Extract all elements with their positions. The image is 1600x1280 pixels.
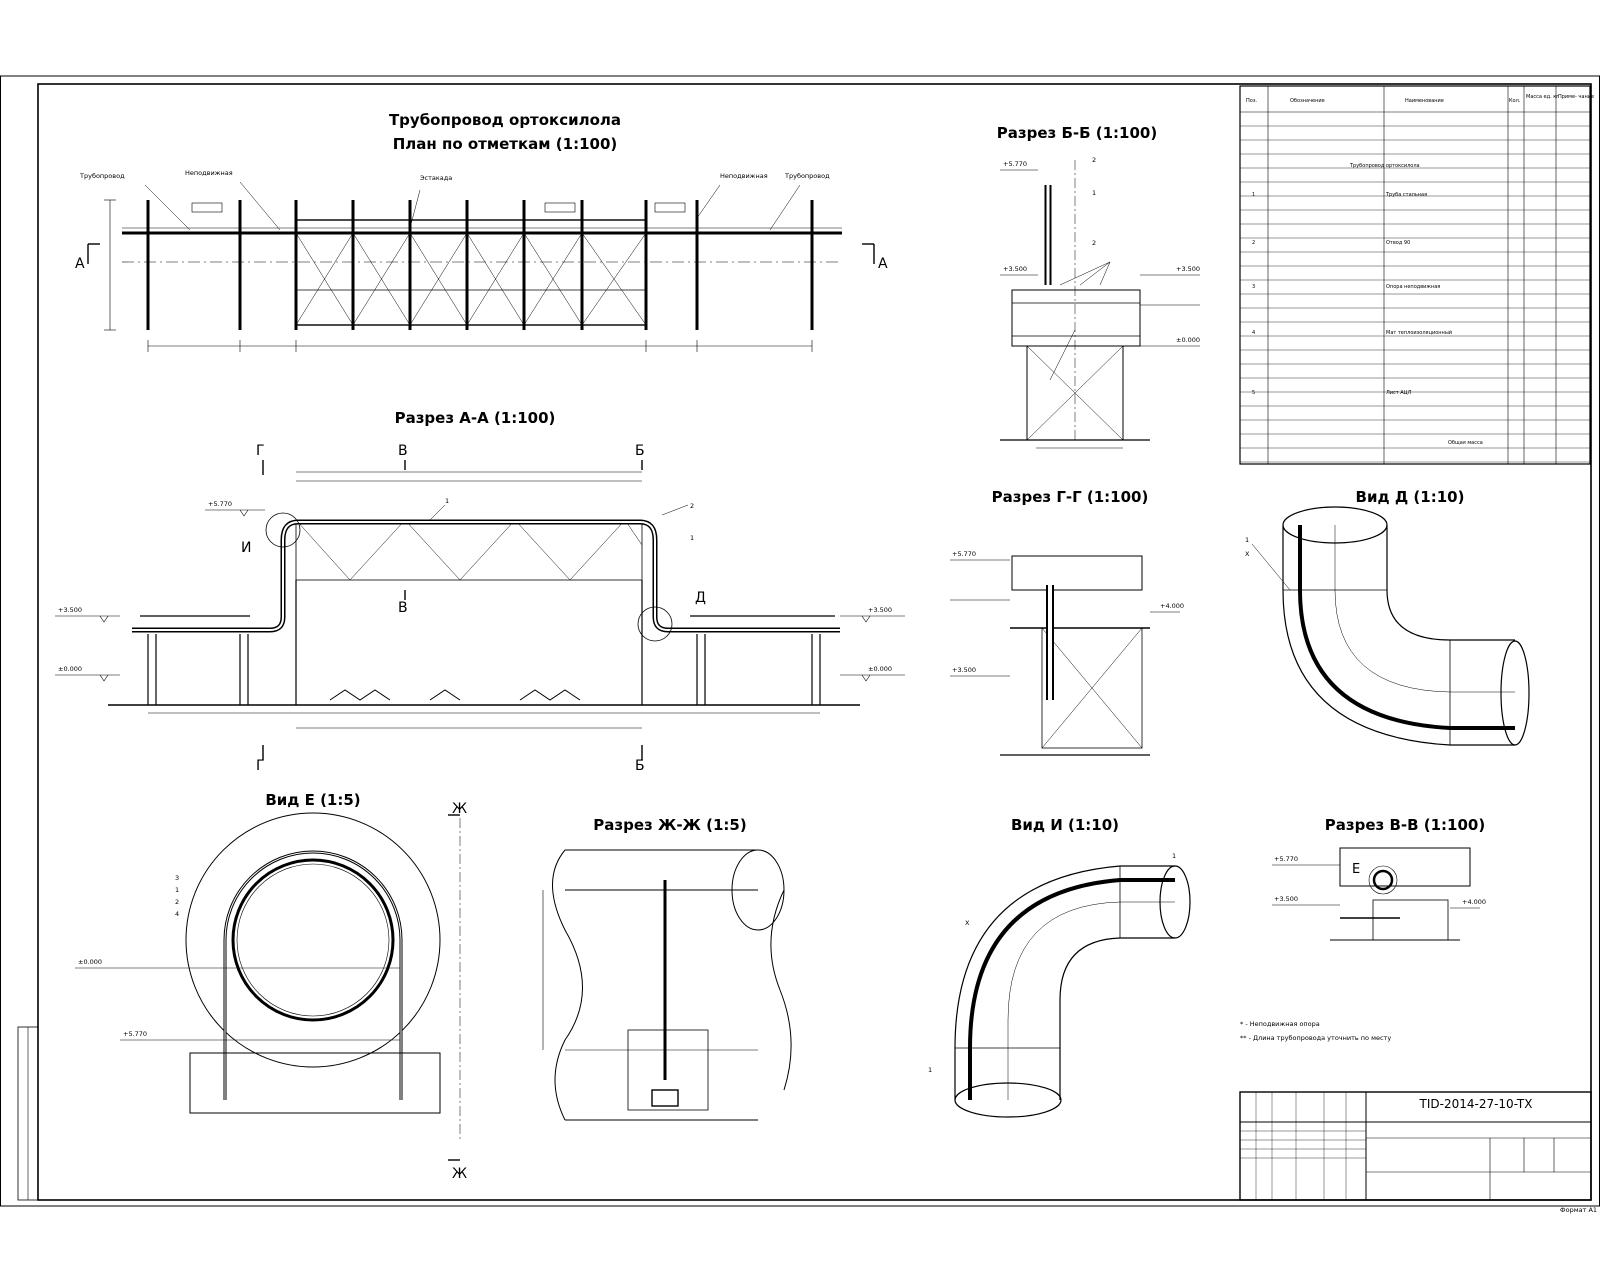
detail-e-view: Вид Е (1:5) ±0.000 +5.770 3 1 2 4 Ж Ж xyxy=(75,791,467,1182)
mark-i: И xyxy=(241,540,251,556)
vv-elev-mid: +3.500 xyxy=(1274,895,1298,903)
spec-row-title: Трубопровод ортоксилола xyxy=(1349,163,1420,169)
spec-header-pos: Поз. xyxy=(1246,98,1257,104)
sheet-format: Формат А1 xyxy=(1560,1206,1597,1214)
i-callout-1: 1 xyxy=(1172,852,1176,860)
spec-header-designation: Обозначение xyxy=(1290,98,1325,104)
mark-b-bottom: Б xyxy=(635,758,645,774)
aa-elev-top: +5.770 xyxy=(208,500,232,508)
spec-row2-pos: 2 xyxy=(1252,240,1255,246)
vv-elev-top: +5.770 xyxy=(1274,855,1298,863)
detail-i-title: Вид И (1:10) xyxy=(1011,816,1119,834)
aa-elev-right: +3.500 xyxy=(868,606,892,614)
bb-callout-2: 2 xyxy=(1092,156,1096,164)
spec-header-mass: Масса ед. кг xyxy=(1526,94,1559,100)
mark-zh-bottom: Ж xyxy=(452,1166,467,1182)
spec-row4-name: Мат теплоизоляционный xyxy=(1386,329,1452,336)
spec-row5-pos: 5 xyxy=(1252,390,1255,396)
e-callout-4: 4 xyxy=(175,910,179,918)
section-bb-view: Разрез Б-Б (1:100) +5.770 +3.500 +3.500 … xyxy=(997,124,1200,449)
mark-b-top: Б xyxy=(635,443,645,459)
e-elev: ±0.000 xyxy=(78,958,102,966)
e-elev-2: +5.770 xyxy=(123,1030,147,1038)
plan-view: Трубопровод ортоксилола План по отметкам… xyxy=(75,111,888,352)
i-callout-1b: 1 xyxy=(928,1066,932,1074)
d-callout-x: X xyxy=(1245,550,1250,558)
sheet-frame xyxy=(37,83,1592,1201)
section-aa-pipe xyxy=(132,519,840,633)
spec-row1-name: Труба стальная xyxy=(1385,192,1427,198)
section-aa-view: Разрез А-А (1:100) xyxy=(55,409,905,774)
section-gg-title: Разрез Г-Г (1:100) xyxy=(992,488,1149,506)
section-zh-view: Разрез Ж-Ж (1:5) xyxy=(542,816,792,1121)
detail-e-title: Вид Е (1:5) xyxy=(265,791,360,809)
bb-elev-right: +3.500 xyxy=(1176,265,1200,273)
spec-row4-pos: 4 xyxy=(1252,330,1255,336)
aa-callout-2: 2 xyxy=(690,502,694,510)
svg-text:Трубопровод: Трубопровод xyxy=(79,172,125,180)
detail-d-marker xyxy=(637,606,673,642)
svg-text:Эстакада: Эстакада xyxy=(420,174,452,182)
mark-v-top: В xyxy=(398,443,408,459)
bb-elev-ground: ±0.000 xyxy=(1176,336,1200,344)
note-2: ** - Длина трубопровода уточнить по мест… xyxy=(1240,1034,1391,1042)
section-aa-title: Разрез А-А (1:100) xyxy=(395,409,556,427)
spec-row3-name: Опора неподвижная xyxy=(1386,284,1440,290)
mark-e: Е xyxy=(1352,862,1360,877)
mark-g-bottom: Г xyxy=(256,758,265,774)
section-vv-view: Разрез В-В (1:100) +5.770 +3.500 +4.000 … xyxy=(1272,816,1486,941)
e-callout-2: 2 xyxy=(175,898,179,906)
title-block: TID-2014-27-10-TX xyxy=(1239,1091,1592,1201)
mark-d: Д xyxy=(695,590,706,606)
section-vv-title: Разрез В-В (1:100) xyxy=(1325,816,1485,834)
svg-text:Неподвижная: Неподвижная xyxy=(185,169,233,177)
gg-elev-right: +4.000 xyxy=(1160,602,1184,610)
bb-callout-2b: 2 xyxy=(1092,239,1096,247)
bb-callout-1: 1 xyxy=(1092,189,1096,197)
section-bb-title: Разрез Б-Б (1:100) xyxy=(997,124,1157,142)
spec-row3-pos: 3 xyxy=(1252,284,1255,290)
spec-header-qty: Кол. xyxy=(1509,98,1521,104)
spec-header-note: Приме- чание xyxy=(1558,94,1594,100)
detail-d-title: Вид Д (1:10) xyxy=(1356,488,1465,506)
spec-total: Общая масса xyxy=(1448,440,1483,446)
plan-title: Трубопровод ортоксилола xyxy=(389,111,621,129)
vv-elev-right: +4.000 xyxy=(1462,898,1486,906)
d-callout-1: 1 xyxy=(1245,536,1249,544)
e-callout-3: 3 xyxy=(175,874,179,882)
section-zh-title: Разрез Ж-Ж (1:5) xyxy=(593,816,746,834)
aa-elev-ground-left: ±0.000 xyxy=(58,665,82,673)
drawing-code: TID-2014-27-10-TX xyxy=(1419,1097,1533,1111)
plan-mark-a-left: А xyxy=(75,256,85,272)
bb-elev-top: +5.770 xyxy=(1003,160,1027,168)
mark-g-top: Г xyxy=(256,443,265,459)
mark-v-bottom: В xyxy=(398,600,408,616)
aa-elev-left: +3.500 xyxy=(58,606,82,614)
bb-elev-mid: +3.500 xyxy=(1003,265,1027,273)
plan-rack-frame xyxy=(295,219,647,326)
aa-callout-1b: 1 xyxy=(690,534,694,542)
svg-text:Неподвижная: Неподвижная xyxy=(720,172,768,180)
spec-row1-pos: 1 xyxy=(1252,192,1255,198)
gg-elev-low: +3.500 xyxy=(952,666,976,674)
detail-i-marker xyxy=(265,512,301,548)
spec-header-name: Наименование xyxy=(1405,98,1444,104)
detail-i-view: Вид И (1:10) 1 X 1 xyxy=(928,816,1191,1118)
spec-row5-name: Лист АЦЛ xyxy=(1386,390,1412,396)
detail-d-view: Вид Д (1:10) 1 X xyxy=(1245,488,1530,746)
svg-text:Трубопровод: Трубопровод xyxy=(784,172,830,180)
aa-callout-1: 1 xyxy=(445,497,449,505)
note-1: * - Неподвижная опора xyxy=(1240,1020,1320,1028)
spec-table: Поз. Обозначение Наименование Кол. Масса… xyxy=(1239,85,1594,465)
aa-elev-ground-right: ±0.000 xyxy=(868,665,892,673)
section-gg-view: Разрез Г-Г (1:100) +5.770 +3.500 +4.000 xyxy=(950,488,1184,756)
spec-row2-name: Отвод 90 xyxy=(1386,240,1410,246)
plan-mark-a-right: А xyxy=(878,256,888,272)
mark-zh-top: Ж xyxy=(452,801,467,817)
i-callout-x: X xyxy=(965,919,970,927)
gg-elev-top: +5.770 xyxy=(952,550,976,558)
plan-subtitle: План по отметкам (1:100) xyxy=(393,135,618,153)
e-callout-1: 1 xyxy=(175,886,179,894)
